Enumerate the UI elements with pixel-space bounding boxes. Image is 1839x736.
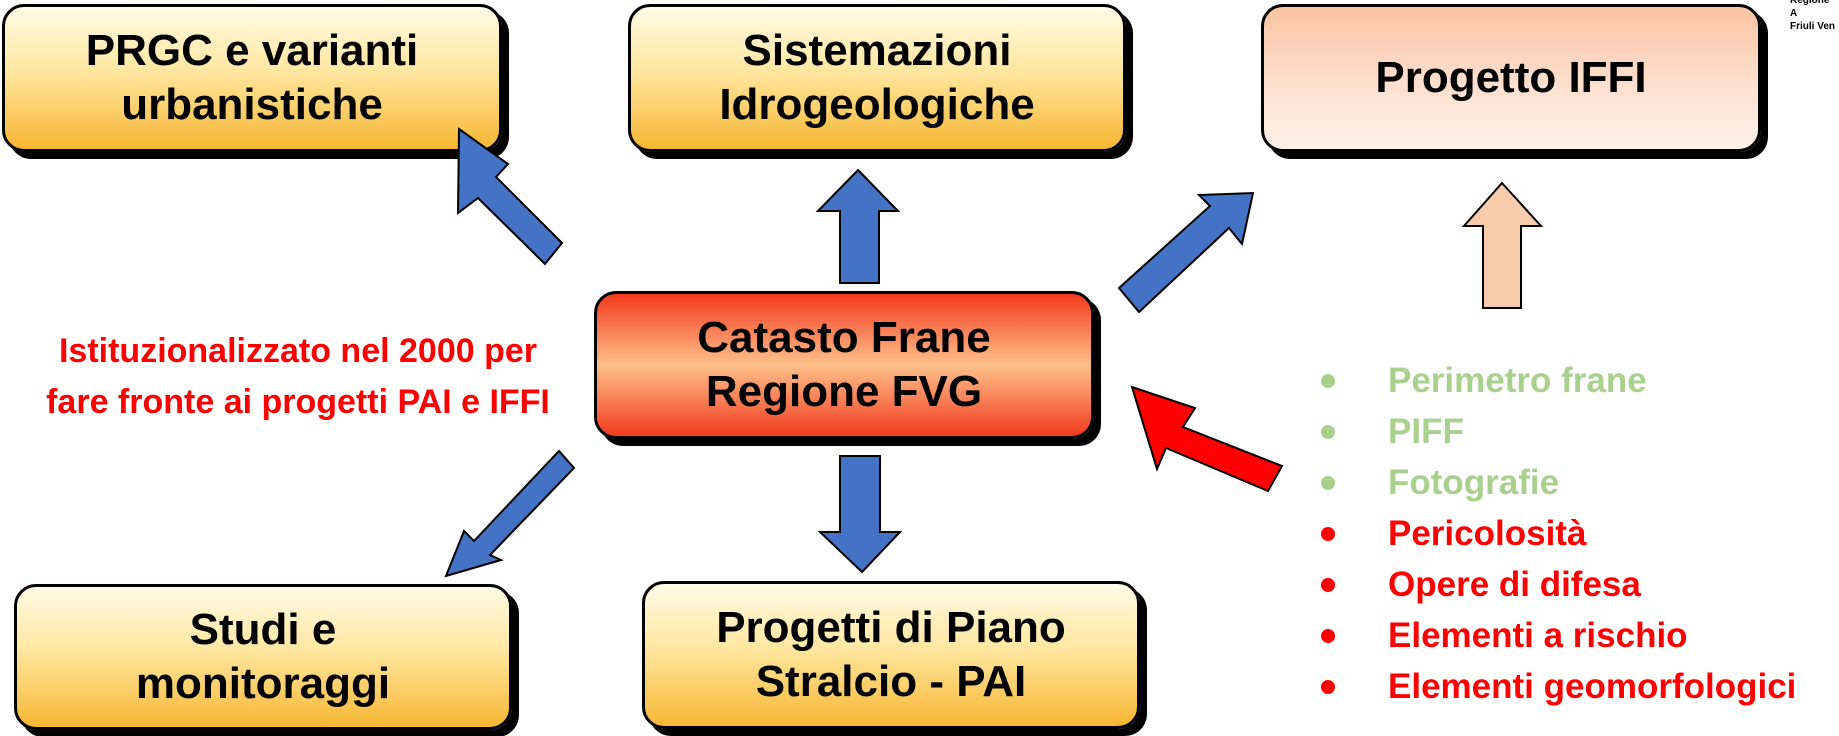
box-sistemazioni: Sistemazioni Idrogeologiche: [628, 4, 1126, 152]
box-catasto-frane-label: Catasto Frane Regione FVG: [697, 313, 991, 416]
list-item-label: Pericolosità: [1388, 514, 1587, 553]
list-item-label: Elementi geomorfologici: [1388, 667, 1797, 706]
box-catasto-frane: Catasto Frane Regione FVG: [594, 291, 1094, 439]
box-progetto-iffi-label: Progetto IFFI: [1375, 53, 1647, 103]
bullet-icon: [1321, 476, 1335, 490]
bullet-icon: [1321, 578, 1335, 592]
bullet-icon: [1321, 425, 1335, 439]
box-pai-label: Progetti di Piano Stralcio - PAI: [716, 603, 1066, 706]
list-item: Elementi a rischio: [1312, 610, 1796, 661]
list-item-label: Fotografie: [1388, 463, 1560, 502]
box-studi: Studi e monitoraggi: [14, 584, 512, 730]
arrow-up-peach: [1461, 181, 1544, 309]
arrow-up-right: [1117, 191, 1255, 314]
list-item: Pericolosità: [1312, 508, 1796, 559]
list-item-label: PIFF: [1388, 412, 1464, 451]
arrow-down-left: [444, 449, 576, 578]
bullet-icon: [1321, 374, 1335, 388]
bullet-icon: [1321, 680, 1335, 694]
box-pai: Progetti di Piano Stralcio - PAI: [642, 581, 1140, 729]
list-item-label: Perimetro frane: [1388, 361, 1647, 400]
box-sistemazioni-label: Sistemazioni Idrogeologiche: [719, 26, 1035, 129]
list-item-label: Opere di difesa: [1388, 565, 1641, 604]
list-item: Elementi geomorfologici: [1312, 661, 1796, 712]
region-logo-text: Regione A Friuli Ven: [1790, 0, 1836, 32]
arrow-up: [815, 168, 901, 284]
arrow-red-left: [1130, 385, 1284, 493]
list-item: Fotografie: [1312, 457, 1796, 508]
box-prgc: PRGC e varianti urbanistiche: [2, 4, 502, 152]
bullet-icon: [1321, 527, 1335, 541]
list-item: Opere di difesa: [1312, 559, 1796, 610]
list-item-label: Elementi a rischio: [1388, 616, 1688, 655]
box-studi-label: Studi e monitoraggi: [135, 605, 391, 708]
box-prgc-label: PRGC e varianti urbanistiche: [85, 26, 419, 129]
note-text: Istituzionalizzato nel 2000 per fare fro…: [46, 332, 550, 421]
arrow-down: [817, 455, 903, 574]
list-item: Perimetro frane: [1312, 355, 1796, 406]
arrow-up-left: [456, 127, 564, 266]
list-item: PIFF: [1312, 406, 1796, 457]
bullet-icon: [1321, 629, 1335, 643]
box-progetto-iffi: Progetto IFFI: [1261, 4, 1761, 152]
